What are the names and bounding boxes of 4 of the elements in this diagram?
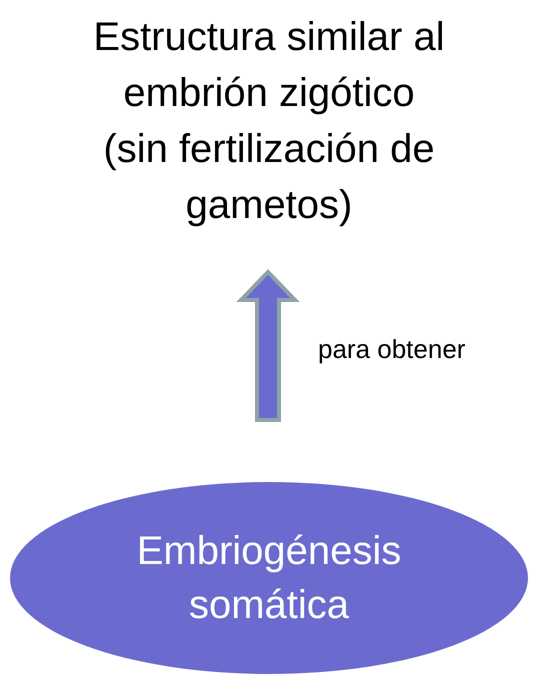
ellipse-node: Embriogénesis somática — [10, 482, 528, 674]
edge-label: para obtener — [318, 333, 466, 366]
title-text: Estructura similar al embrión zigótico (sin fertilización de gametos) — [86, 8, 452, 234]
block-arrow — [236, 269, 300, 422]
